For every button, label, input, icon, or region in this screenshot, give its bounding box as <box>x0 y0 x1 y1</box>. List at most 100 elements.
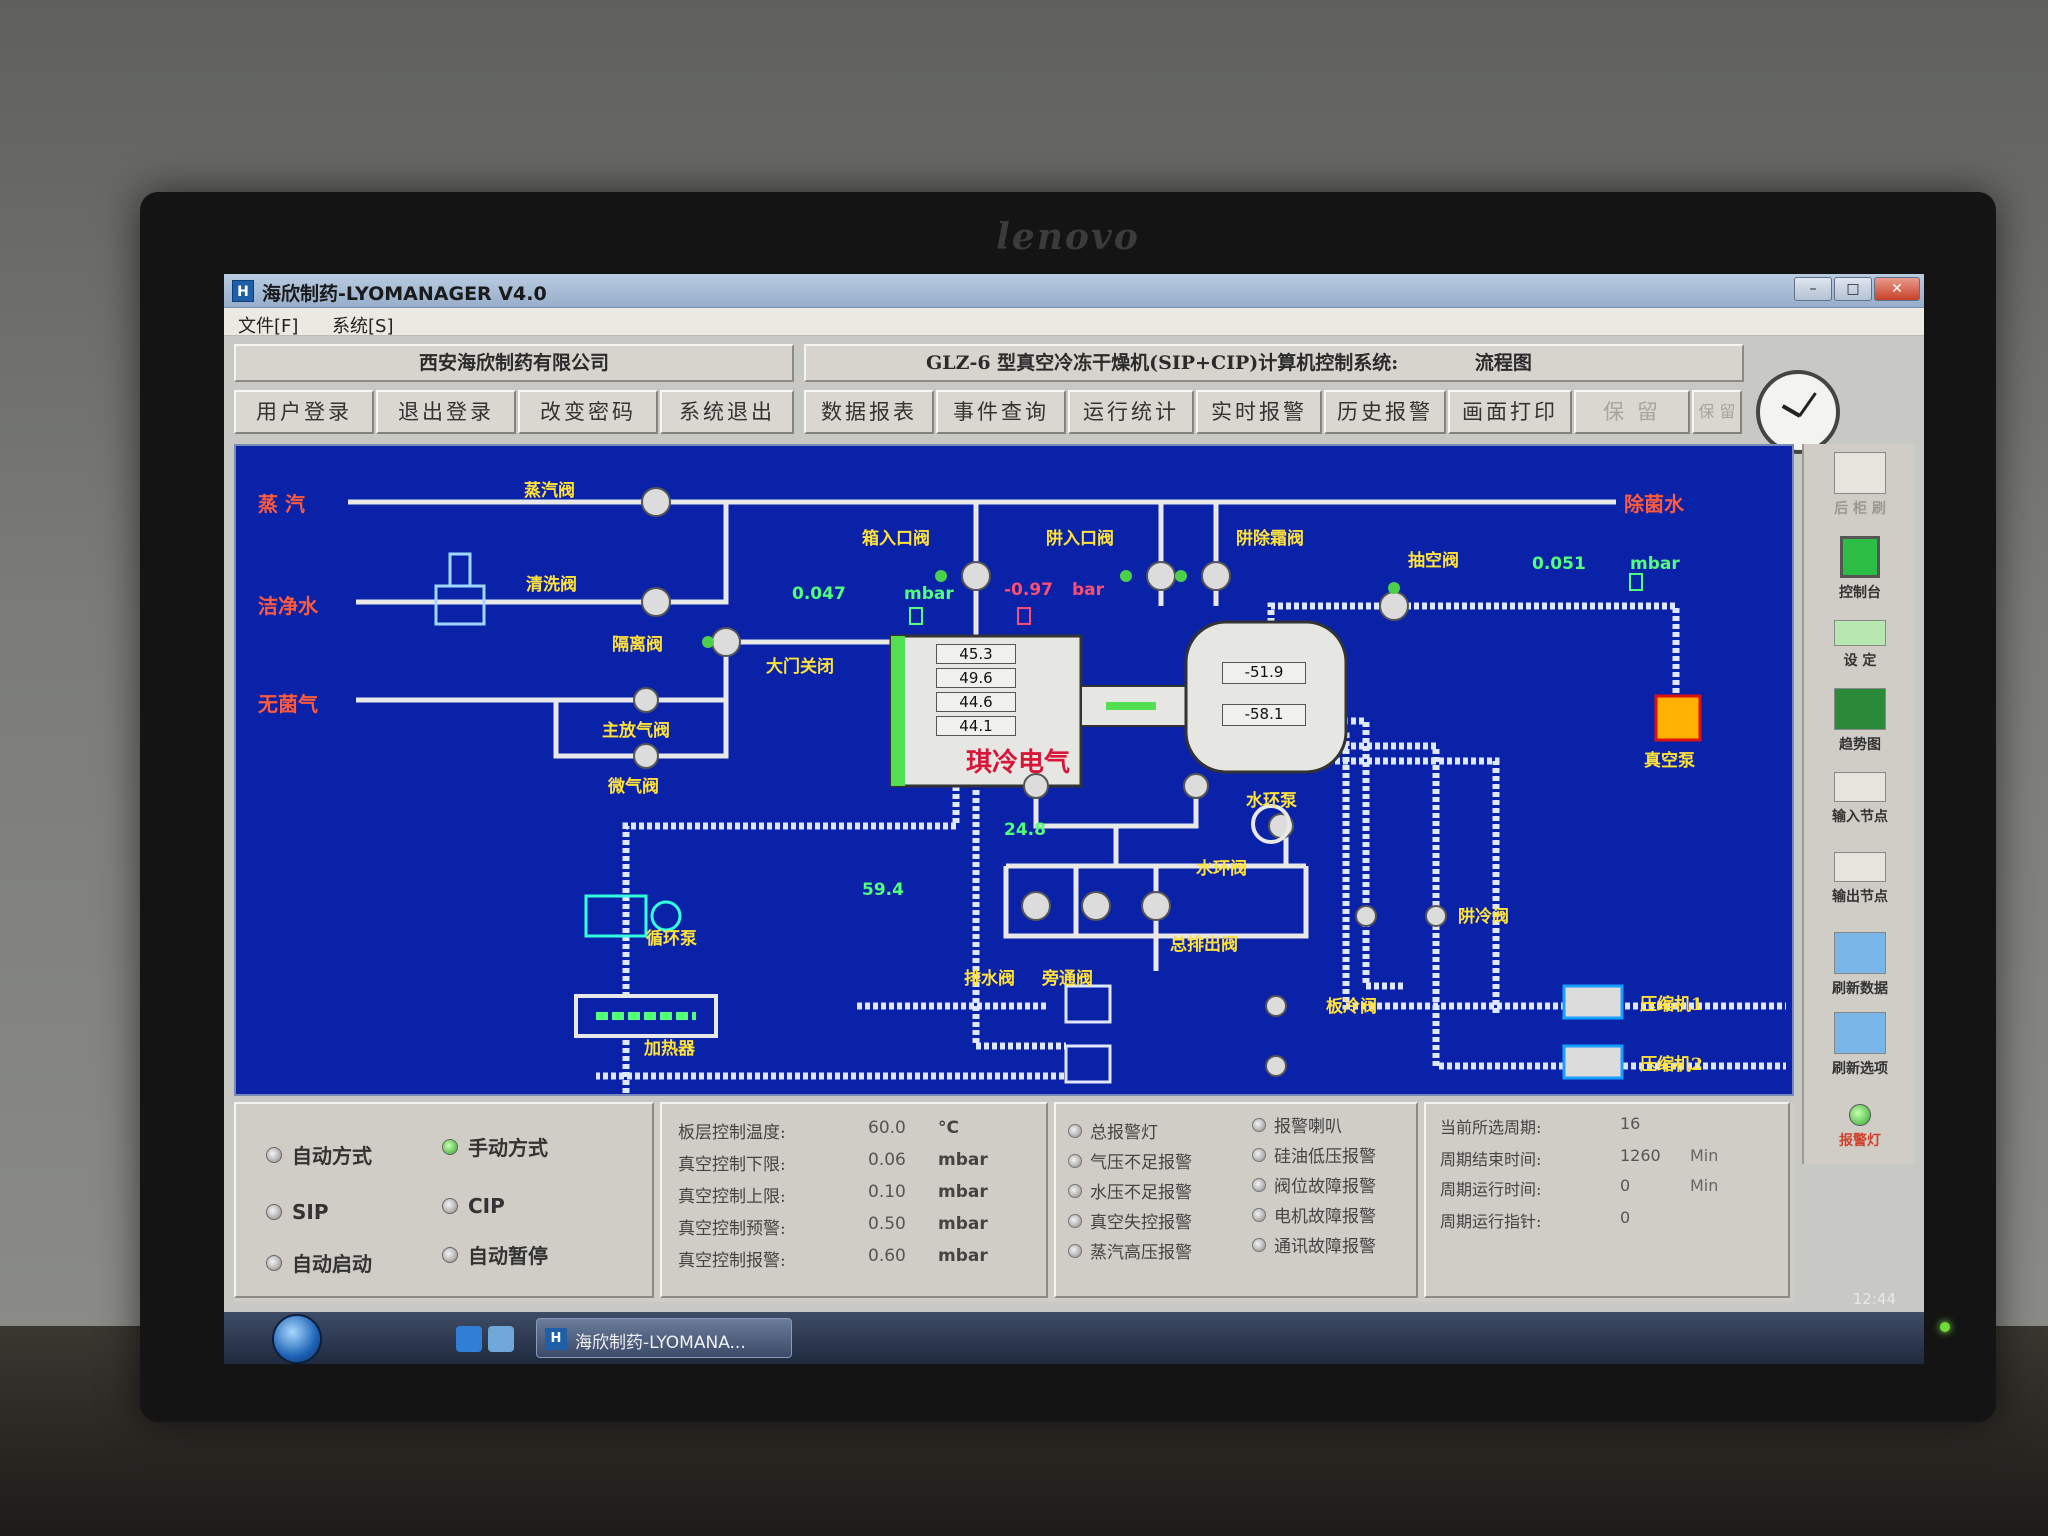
alarm-label: 总报警灯 <box>1090 1123 1158 1143</box>
sidebar-label-trend: 趋势图 <box>1839 737 1881 753</box>
reserved-button-2[interactable]: 保 留 <box>1692 390 1742 434</box>
alarm-indicator-icon <box>1068 1213 1082 1228</box>
sidebar-item-output-nodes[interactable]: 输出节点 <box>1812 852 1908 906</box>
window-controls: – □ ✕ <box>1794 277 1920 301</box>
realtime-alarm-button[interactable]: 实时报警 <box>1196 390 1322 434</box>
sidebar-item-valve[interactable]: 后 柜 刷 <box>1812 452 1908 518</box>
window-title: 海欣制药-LYOMANAGER V4.0 <box>262 283 547 305</box>
chamber-pressure-value: 0.047 <box>792 584 846 604</box>
settings-icon <box>1834 620 1886 646</box>
mode-cip-radio[interactable] <box>442 1198 458 1214</box>
alarm-indicator-icon <box>1252 1237 1266 1252</box>
mode-auto-label: 自动方式 <box>292 1144 372 1168</box>
steam-valve-label: 蒸汽阀 <box>524 481 575 501</box>
status-area: 自动方式 手动方式 SIP CIP 自动启动 <box>234 1102 1794 1302</box>
mode-auto-start-radio[interactable] <box>266 1254 282 1271</box>
right-sidebar: 后 柜 刷 控制台 设 定 趋势图 输入节点 输出节点 <box>1802 444 1914 1164</box>
sidebar-item-settings[interactable]: 设 定 <box>1812 620 1908 670</box>
mode-auto-pause-radio[interactable] <box>442 1246 458 1263</box>
menu-file[interactable]: 文件[F] <box>238 316 299 337</box>
alarm-panel: 总报警灯 气压不足报警 水压不足报警 真空失控报警 蒸汽高压报警 报警喇叭 硅油… <box>1054 1102 1418 1298</box>
trap-cool-valve-label: 阱冷阀 <box>1458 907 1509 927</box>
sidebar-item-refresh-options[interactable]: 刷新选项 <box>1812 1012 1908 1078</box>
system-exit-button[interactable]: 系统退出 <box>660 390 794 434</box>
cycle-unit <box>1690 1114 1740 1138</box>
sidebar-item-alarm-light[interactable]: 报警灯 <box>1812 1104 1908 1150</box>
folder-icon[interactable] <box>488 1326 514 1352</box>
event-query-button[interactable]: 事件查询 <box>936 390 1066 434</box>
param-unit: mbar <box>938 1150 988 1170</box>
sidebar-item-console[interactable]: 控制台 <box>1812 536 1908 602</box>
mode-cip[interactable]: CIP <box>442 1194 505 1218</box>
param-row-vacuum-alarm: 真空控制报警: 0.60 mbar <box>678 1246 998 1271</box>
taskbar-app-button[interactable]: H 海欣制药-LYOMANA... <box>536 1318 792 1358</box>
alarm-item: 通讯故障报警 <box>1252 1232 1376 1257</box>
watermark: 琪冷电气 <box>966 748 1071 778</box>
param-value: 0.50 <box>868 1214 906 1234</box>
reserved-button-1[interactable]: 保 留 <box>1574 390 1690 434</box>
valve-icon <box>1834 452 1886 494</box>
run-statistics-button[interactable]: 运行统计 <box>1068 390 1194 434</box>
param-label: 真空控制报警: <box>678 1251 786 1271</box>
chamber-inlet-valve-label: 箱入口阀 <box>862 529 930 549</box>
cycle-unit: Min <box>1690 1146 1719 1165</box>
mode-sip[interactable]: SIP <box>266 1200 329 1224</box>
logout-button[interactable]: 退出登录 <box>376 390 516 434</box>
minimize-button[interactable]: – <box>1794 277 1832 301</box>
sidebar-label-settings: 设 定 <box>1843 653 1877 669</box>
alarm-item: 硅油低压报警 <box>1252 1142 1376 1167</box>
door-status: 大门关闭 <box>766 657 834 677</box>
system-title: GLZ-6 型真空冷冻干燥机(SIP+CIP)计算机控制系统: <box>926 352 1399 374</box>
cycle-label: 周期运行指针: <box>1440 1212 1542 1231</box>
cycle-row-pointer: 周期运行指针: 0 <box>1440 1208 1740 1232</box>
parameter-panel: 板层控制温度: 60.0 °C 真空控制下限: 0.06 mbar 真空控制上限… <box>660 1102 1048 1298</box>
refresh-data-icon <box>1834 932 1886 974</box>
wash-valve-label: 清洗阀 <box>526 575 577 595</box>
data-report-button[interactable]: 数据报表 <box>804 390 934 434</box>
tray-clock[interactable]: 12:44 <box>1852 1290 1896 1308</box>
main-release-valve-label: 主放气阀 <box>602 721 670 741</box>
monitor-brand: lenovo <box>996 216 1140 258</box>
clean-water-label: 洁净水 <box>258 594 318 618</box>
sidebar-item-refresh-data[interactable]: 刷新数据 <box>1812 932 1908 998</box>
trap-pressure-value: -0.97 <box>1004 580 1053 600</box>
login-button[interactable]: 用户登录 <box>234 390 374 434</box>
param-value: 0.06 <box>868 1150 906 1170</box>
maximize-button[interactable]: □ <box>1834 277 1872 301</box>
micro-release-valve-label: 微气阀 <box>608 777 659 797</box>
mode-manual[interactable]: 手动方式 <box>442 1132 548 1161</box>
mode-sip-radio[interactable] <box>266 1204 282 1220</box>
param-label: 真空控制下限: <box>678 1155 786 1175</box>
sidebar-item-trend[interactable]: 趋势图 <box>1812 688 1908 754</box>
param-row-vacuum-low: 真空控制下限: 0.06 mbar <box>678 1150 998 1175</box>
compressor-1-label: 压缩机1 <box>1640 995 1703 1015</box>
alarm-item: 水压不足报警 <box>1068 1178 1192 1203</box>
mode-sip-label: SIP <box>292 1200 329 1224</box>
print-screen-button[interactable]: 画面打印 <box>1448 390 1572 434</box>
param-value: 60.0 <box>868 1118 906 1138</box>
sidebar-label-refresh-options: 刷新选项 <box>1832 1061 1888 1077</box>
history-alarm-button[interactable]: 历史报警 <box>1324 390 1446 434</box>
mode-auto-pause-label: 自动暂停 <box>468 1244 548 1268</box>
menu-system[interactable]: 系统[S] <box>332 316 394 337</box>
cycle-value: 0 <box>1620 1208 1631 1227</box>
cycle-value: 16 <box>1620 1114 1641 1133</box>
mode-auto-radio[interactable] <box>266 1146 282 1163</box>
mode-auto[interactable]: 自动方式 <box>266 1140 372 1169</box>
change-password-button[interactable]: 改变密码 <box>518 390 658 434</box>
shelf-temp-3: 44.6 <box>936 692 1016 712</box>
mode-auto-start[interactable]: 自动启动 <box>266 1248 372 1277</box>
trend-chart-icon <box>1834 688 1886 730</box>
mode-auto-pause[interactable]: 自动暂停 <box>442 1240 548 1269</box>
close-button[interactable]: ✕ <box>1874 277 1920 301</box>
browser-icon[interactable] <box>456 1326 482 1352</box>
trap-pressure-unit: bar <box>1072 580 1105 600</box>
alarm-indicator-icon <box>1068 1153 1082 1168</box>
cycle-value: 0 <box>1620 1176 1631 1195</box>
mode-manual-radio[interactable] <box>442 1138 458 1155</box>
sidebar-item-input-nodes[interactable]: 输入节点 <box>1812 772 1908 826</box>
alarm-label: 通讯故障报警 <box>1274 1237 1376 1257</box>
start-button[interactable] <box>272 1314 322 1364</box>
drain-label: 除菌水 <box>1624 492 1684 516</box>
clock-icon <box>1756 370 1840 454</box>
